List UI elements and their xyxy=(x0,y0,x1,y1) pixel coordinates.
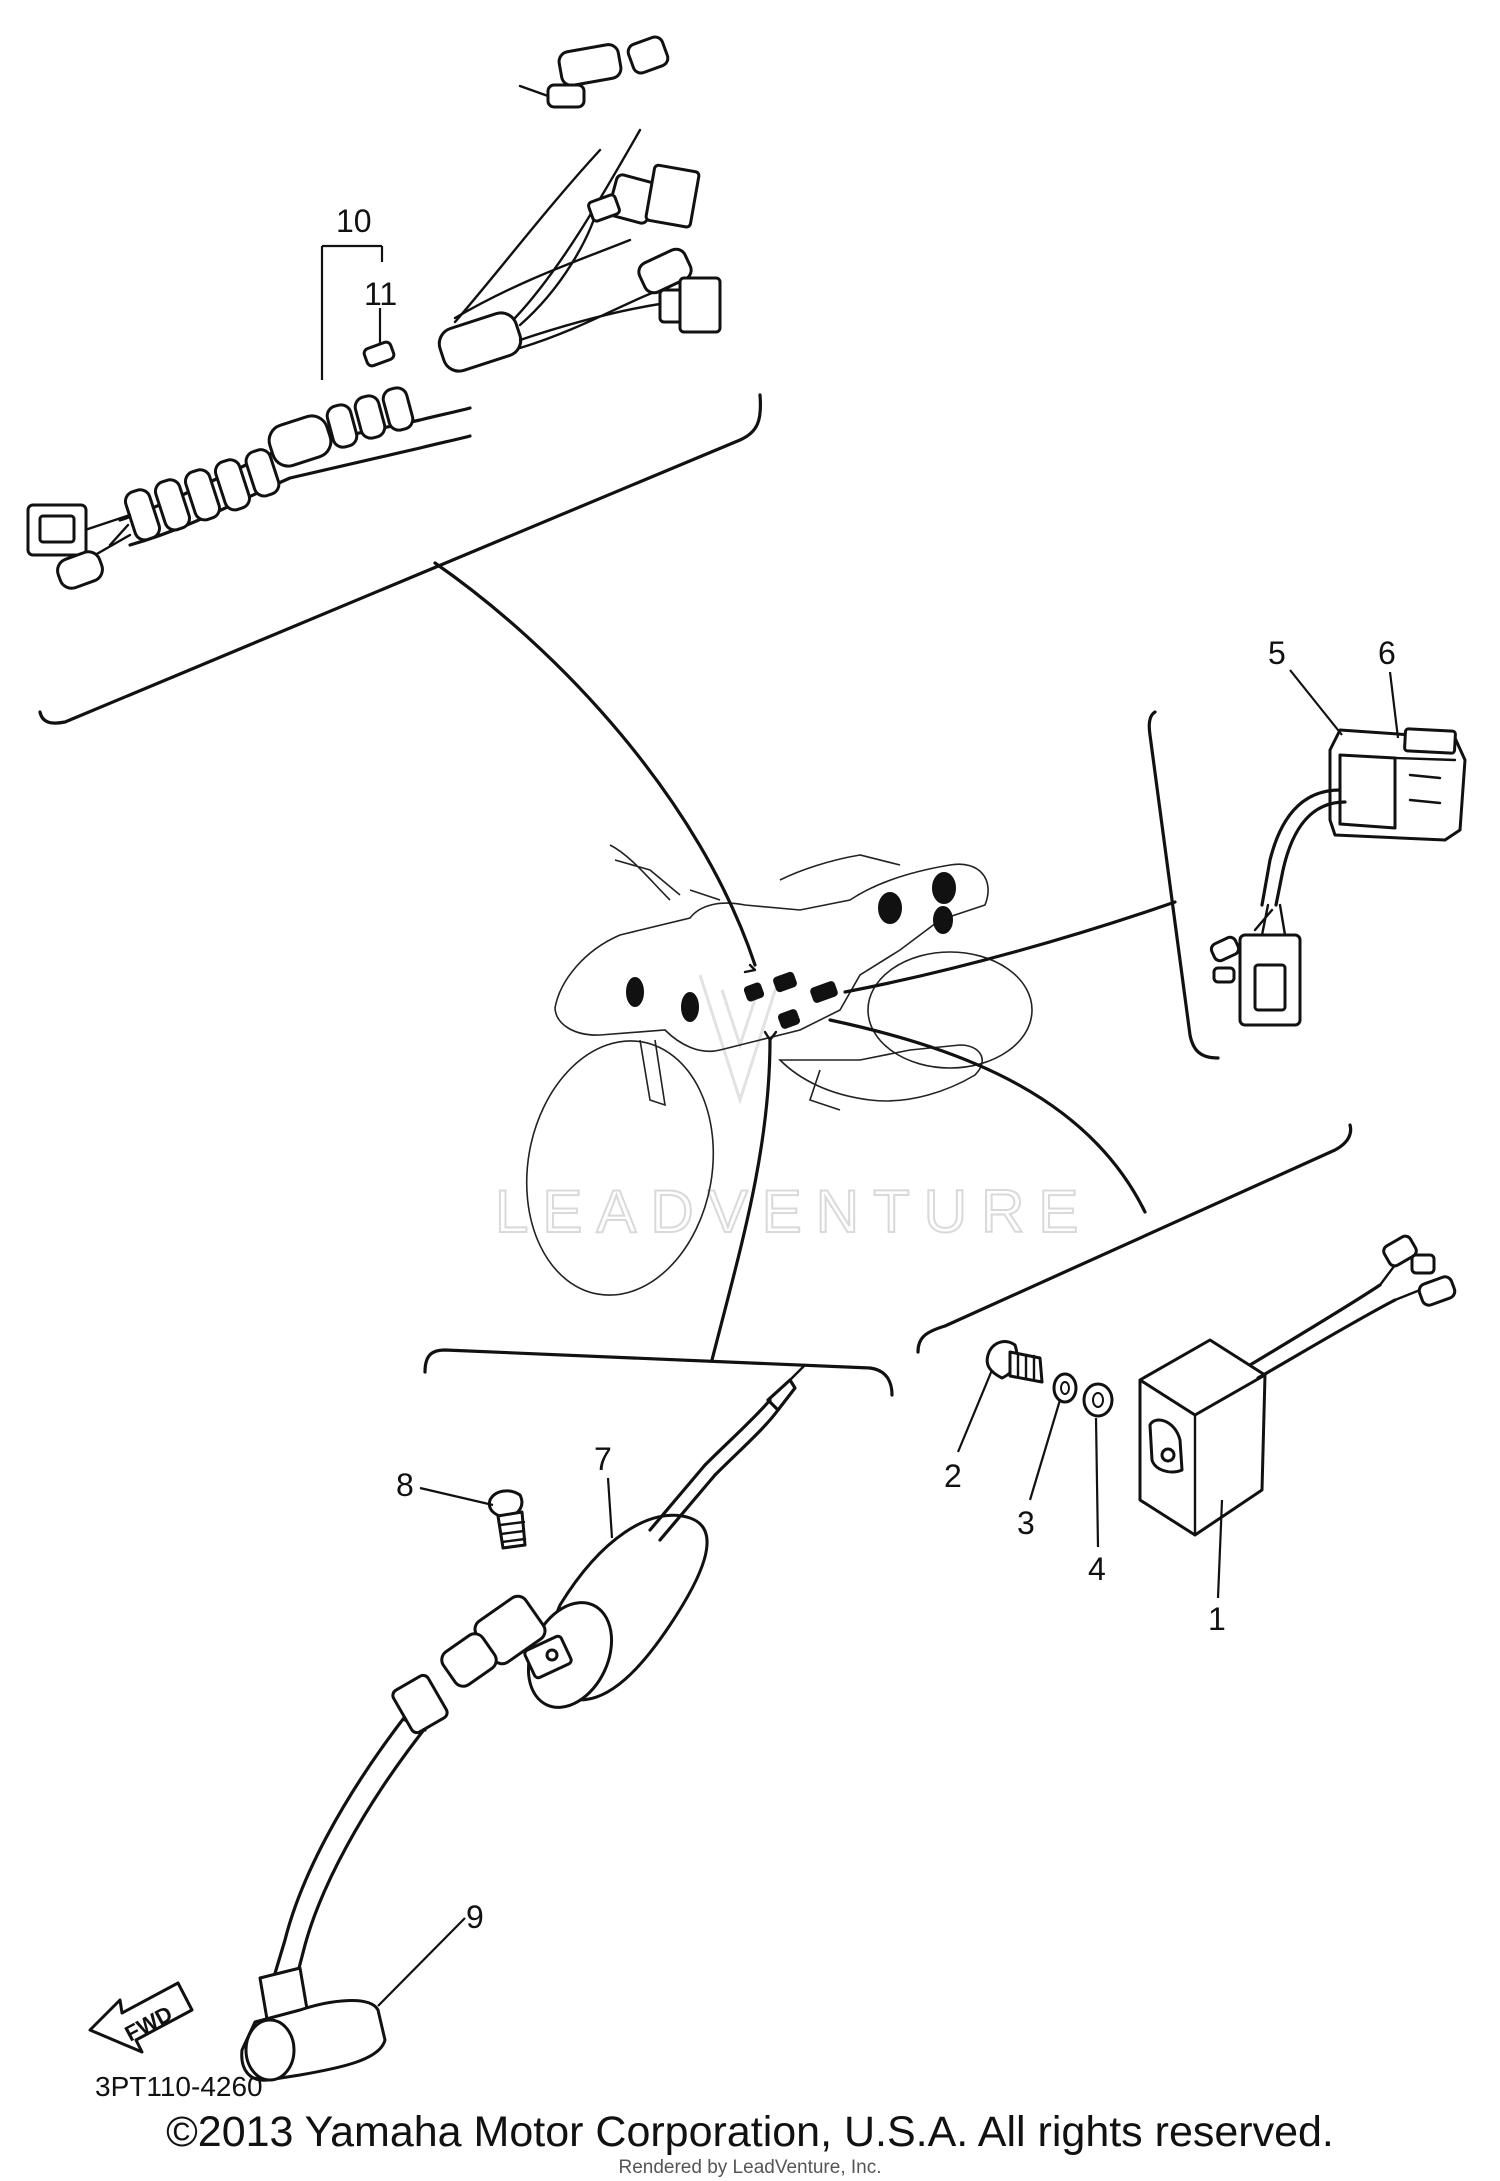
callout-5: 5 xyxy=(1268,635,1286,671)
harness-clamp xyxy=(362,340,396,368)
callout-7-group: 7 xyxy=(594,1441,614,1539)
relay-unit xyxy=(1209,727,1467,1027)
callout-2: 2 xyxy=(944,1458,962,1494)
rendered-by-notice: Rendered by LeadVenture, Inc. xyxy=(618,2157,882,2178)
callout-4-group: 4 xyxy=(1088,1417,1106,1587)
diagram-code: 3PT110-4260 xyxy=(95,2071,263,2102)
callout-9: 9 xyxy=(466,1899,484,1935)
callout-8: 8 xyxy=(396,1467,414,1503)
washer-part-4 xyxy=(1082,1382,1114,1418)
callout-3: 3 xyxy=(1017,1505,1035,1541)
callout-11-group: 11 xyxy=(364,276,397,345)
motorcycle-outline xyxy=(525,844,1033,1296)
callout-10: 10 xyxy=(336,203,372,239)
harness-wrap-segments xyxy=(123,311,523,542)
callout-11: 11 xyxy=(364,276,397,312)
leader-lines xyxy=(433,561,1177,1362)
spring-washer-part-3 xyxy=(1052,1372,1078,1404)
ignition-coil xyxy=(268,1363,807,1997)
watermark-text: LEADVENTURE xyxy=(495,1178,1092,1245)
bolt-part-2 xyxy=(985,1340,1044,1384)
callout-1-group: 1 xyxy=(1208,1499,1226,1637)
wire-harness xyxy=(26,35,722,590)
callout-2-group: 2 xyxy=(944,1369,994,1494)
callout-9-group: 9 xyxy=(377,1899,484,2007)
cdi-unit xyxy=(1138,1234,1457,1537)
watermark-logo: LEADVENTURE xyxy=(494,974,1092,1246)
harness-panel-bracket xyxy=(38,393,763,725)
cdi-panel-bracket xyxy=(916,1123,1353,1354)
callout-10-group: 10 xyxy=(320,203,384,380)
screw-part-8 xyxy=(487,1489,527,1550)
harness-connector-left xyxy=(26,503,104,590)
callout-1: 1 xyxy=(1208,1601,1226,1637)
callout-6-group: 6 xyxy=(1378,635,1400,739)
callout-8-group: 8 xyxy=(396,1467,494,1507)
coil-panel-bracket xyxy=(423,1348,894,1397)
spark-plug-cap-part-9 xyxy=(240,1966,387,2082)
harness-small-connectors xyxy=(518,35,722,334)
callout-4: 4 xyxy=(1088,1551,1106,1587)
callout-7: 7 xyxy=(594,1441,612,1477)
callout-3-group: 3 xyxy=(1017,1399,1062,1541)
callout-6: 6 xyxy=(1378,635,1396,671)
callout-5-group: 5 xyxy=(1268,635,1343,736)
copyright-notice: ©2013 Yamaha Motor Corporation, U.S.A. A… xyxy=(166,2108,1334,2156)
fwd-arrow-icon: FWD xyxy=(88,1981,194,2054)
relay-panel-bracket xyxy=(1147,710,1220,1060)
